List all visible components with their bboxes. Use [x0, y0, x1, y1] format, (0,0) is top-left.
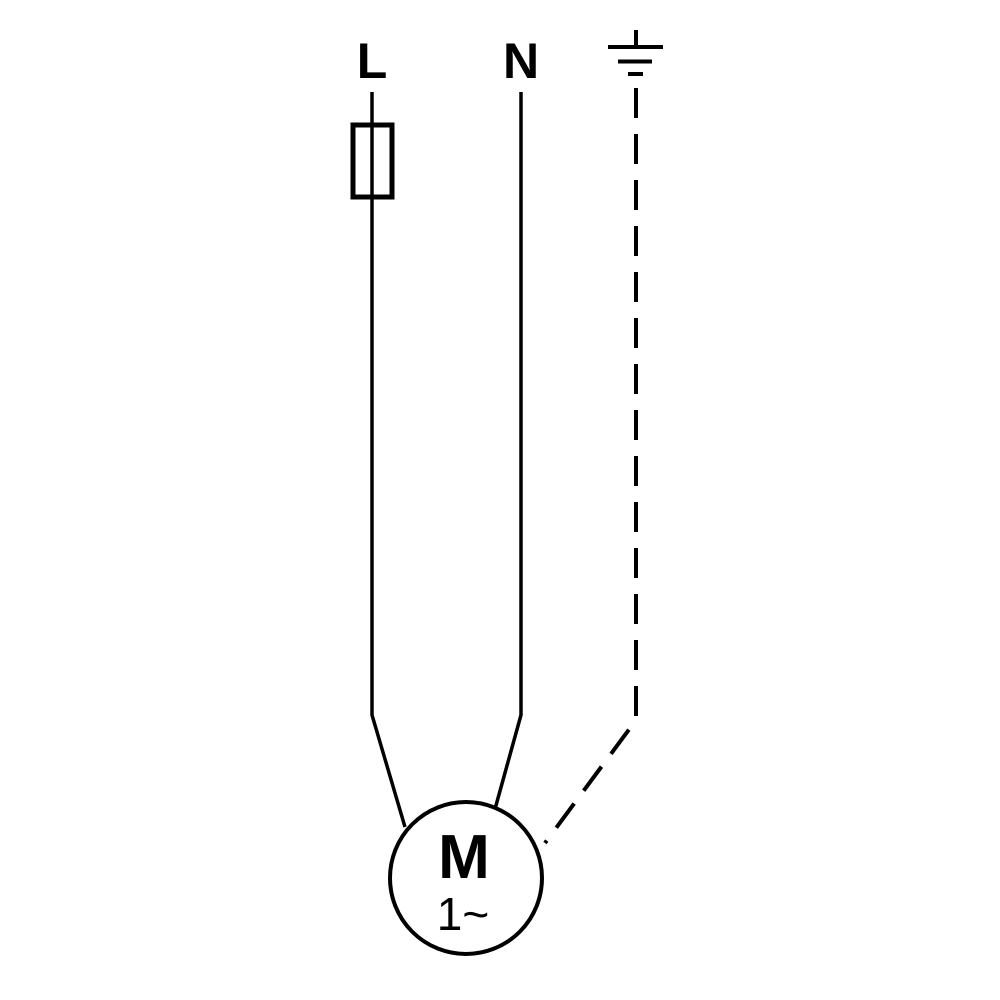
fuse-symbol	[350, 122, 395, 200]
line-terminal-label: L	[357, 33, 388, 89]
neutral-wire	[493, 92, 523, 810]
neutral-terminal-label: N	[503, 33, 539, 89]
motor-label: M	[438, 823, 490, 892]
earth-ground-icon	[608, 30, 663, 76]
earth-wire	[543, 88, 638, 845]
motor-circle	[388, 800, 544, 956]
line-wire	[370, 92, 407, 828]
motor-phase-label: 1~	[437, 888, 489, 940]
